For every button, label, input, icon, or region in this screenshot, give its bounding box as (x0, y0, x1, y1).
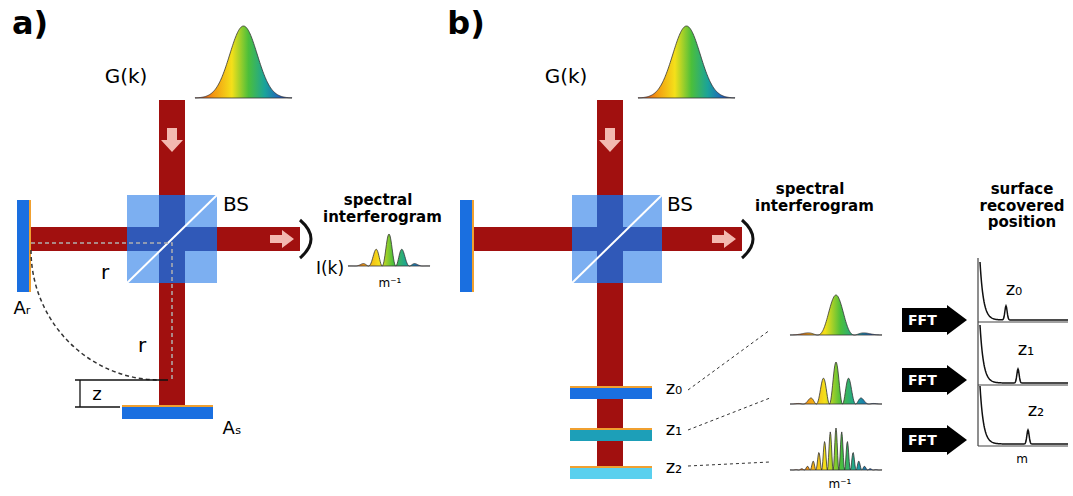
signal-label: I(k) (316, 259, 344, 278)
distance-label: r (138, 334, 146, 356)
dimension-line (75, 380, 168, 407)
spectrum-curve (790, 362, 882, 404)
mirror-label: Aₛ (222, 418, 241, 438)
fft-arrow: FFT (902, 425, 967, 455)
spectrum-curve (790, 428, 882, 470)
mirror-label: Aᵣ (14, 298, 31, 318)
spectrum-curve (638, 26, 735, 98)
axis-unit: m⁻¹ (379, 277, 402, 290)
spectrum-curves (195, 26, 1068, 470)
plot-title: surface recovered position (972, 181, 1072, 231)
spectrum-curve (790, 295, 882, 335)
spectrum-curve (195, 26, 292, 98)
component-label: BS (667, 193, 693, 215)
distance-label: r (101, 261, 109, 283)
operation-label: FFT (902, 305, 937, 335)
axis-unit: m (1016, 453, 1028, 466)
detector-eye (300, 220, 753, 258)
path-guide (31, 243, 172, 380)
peak-label: z₂ (1028, 400, 1045, 420)
peak-label: z₁ (1018, 339, 1035, 359)
operation-label: FFT (902, 425, 937, 455)
spectrum-label: G(k) (105, 65, 148, 87)
fft-curve (980, 262, 1068, 320)
fft-arrow: FFT (902, 305, 967, 335)
panel-letter: b) (447, 6, 485, 41)
dimension-label: z (92, 384, 101, 404)
fft-curve (980, 325, 1068, 383)
panel-letter: a) (12, 6, 48, 41)
signal-label: spectral interferogram (755, 181, 865, 214)
position-label: z₁ (666, 419, 683, 439)
fft-curve (980, 386, 1068, 444)
component-label: BS (223, 193, 249, 215)
operation-label: FFT (902, 365, 937, 395)
spectrum-curve (348, 234, 430, 266)
plot-axes (978, 258, 1068, 446)
light-beam (30, 100, 742, 468)
fft-arrow: FFT (902, 365, 967, 395)
position-label: z₂ (666, 457, 683, 477)
beam-arrow (161, 128, 736, 248)
signal-label: spectral interferogram (323, 192, 433, 225)
peak-label: z₀ (1006, 279, 1023, 299)
position-label: z₀ (666, 378, 683, 398)
mirror (17, 200, 652, 479)
leader-line (688, 330, 770, 466)
axis-unit: m⁻¹ (829, 478, 852, 491)
spectrum-label: G(k) (545, 65, 588, 87)
